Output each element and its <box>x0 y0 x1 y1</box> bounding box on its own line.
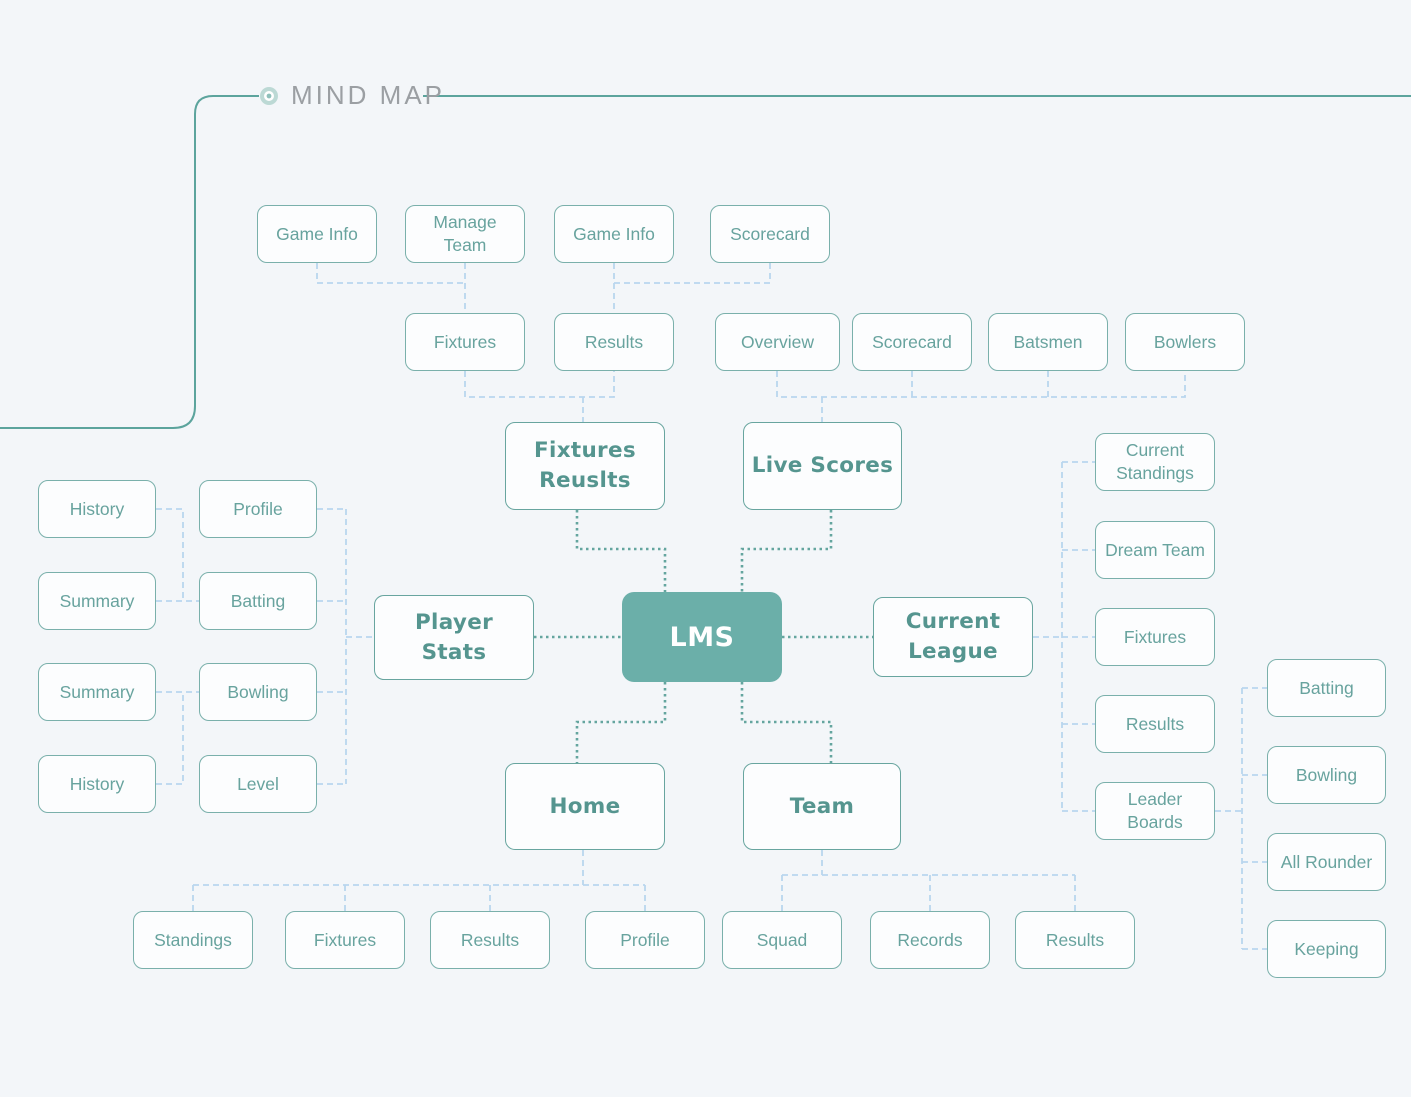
node-level-ps: Level <box>199 755 317 813</box>
node-batsmen: Batsmen <box>988 313 1108 371</box>
node-scorecard-live: Scorecard <box>852 313 972 371</box>
node-bowling-ps: Bowling <box>199 663 317 721</box>
node-history-2: History <box>38 755 156 813</box>
node-overview: Overview <box>715 313 840 371</box>
node-results-cl: Results <box>1095 695 1215 753</box>
bullet-dot-icon <box>260 87 278 105</box>
node-fixtures-home: Fixtures <box>285 911 405 969</box>
node-scorecard-top: Scorecard <box>710 205 830 263</box>
node-fixtures-cl: Fixtures <box>1095 608 1215 666</box>
node-results-home: Results <box>430 911 550 969</box>
node-all-rounder: All Rounder <box>1267 833 1386 891</box>
node-fixtures-results: Fixtures Reuslts <box>505 422 665 510</box>
node-summary-1: Summary <box>38 572 156 630</box>
node-dream-team: Dream Team <box>1095 521 1215 579</box>
node-records: Records <box>870 911 990 969</box>
node-game-info-2: Game Info <box>554 205 674 263</box>
node-results-team: Results <box>1015 911 1135 969</box>
node-manage-team: Manage Team <box>405 205 525 263</box>
node-lms-root: LMS <box>622 592 782 682</box>
node-batting-lb: Batting <box>1267 659 1386 717</box>
node-current-league: Current League <box>873 597 1033 677</box>
node-results-a: Results <box>554 313 674 371</box>
node-game-info-1: Game Info <box>257 205 377 263</box>
node-player-stats: Player Stats <box>374 595 534 680</box>
node-bowlers: Bowlers <box>1125 313 1245 371</box>
node-squad: Squad <box>722 911 842 969</box>
node-summary-2: Summary <box>38 663 156 721</box>
page-title: MIND MAP <box>291 80 445 110</box>
node-fixtures-a: Fixtures <box>405 313 525 371</box>
node-live-scores: Live Scores <box>743 422 902 510</box>
node-home: Home <box>505 763 665 850</box>
node-team: Team <box>743 763 901 850</box>
node-standings-home: Standings <box>133 911 253 969</box>
node-leader-boards: Leader Boards <box>1095 782 1215 840</box>
node-profile-home: Profile <box>585 911 705 969</box>
node-profile-ps: Profile <box>199 480 317 538</box>
node-keeping: Keeping <box>1267 920 1386 978</box>
node-bowling-lb: Bowling <box>1267 746 1386 804</box>
mind-map-frame-line <box>0 95 1411 429</box>
node-current-standings: Current Standings <box>1095 433 1215 491</box>
node-batting-ps: Batting <box>199 572 317 630</box>
node-history-1: History <box>38 480 156 538</box>
